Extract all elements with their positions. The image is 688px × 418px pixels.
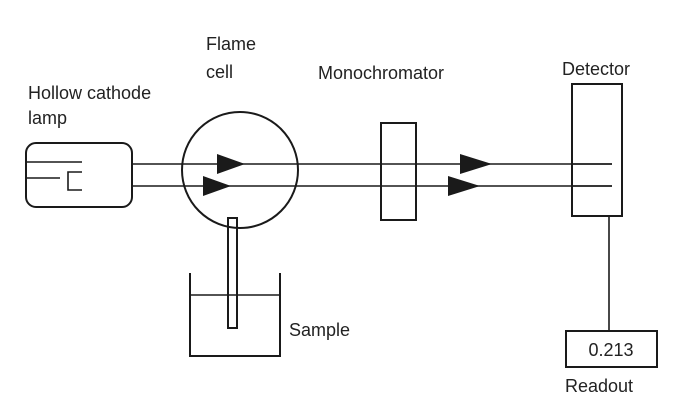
- flame-cell: [181, 111, 299, 229]
- flame-cell-label-line2: cell: [206, 62, 233, 82]
- lamp-housing: [25, 142, 133, 208]
- detector: [571, 83, 623, 217]
- detector-label: Detector: [562, 59, 630, 79]
- readout-value: 0.213: [588, 340, 633, 360]
- readout-label: Readout: [565, 376, 633, 396]
- beam-arrow-flame-lower: [203, 176, 231, 196]
- flame-cell-label-line1: Flame: [206, 34, 256, 54]
- lamp-cathode-cup: [67, 171, 82, 191]
- lamp-label-line2: lamp: [28, 108, 67, 128]
- monochromator: [380, 122, 417, 221]
- readout-display: [565, 330, 658, 368]
- hollow-cathode-lamp: [25, 142, 133, 208]
- beam-arrow-flame-upper: [217, 154, 245, 174]
- monochromator-label: Monochromator: [318, 63, 444, 83]
- sample-beaker: [189, 273, 281, 357]
- sample-capillary: [227, 217, 238, 329]
- beam-arrow-mono-upper: [460, 154, 492, 174]
- beam-arrow-mono-lower: [448, 176, 480, 196]
- lamp-label-line1: Hollow cathode: [28, 83, 151, 103]
- sample-label: Sample: [289, 320, 350, 340]
